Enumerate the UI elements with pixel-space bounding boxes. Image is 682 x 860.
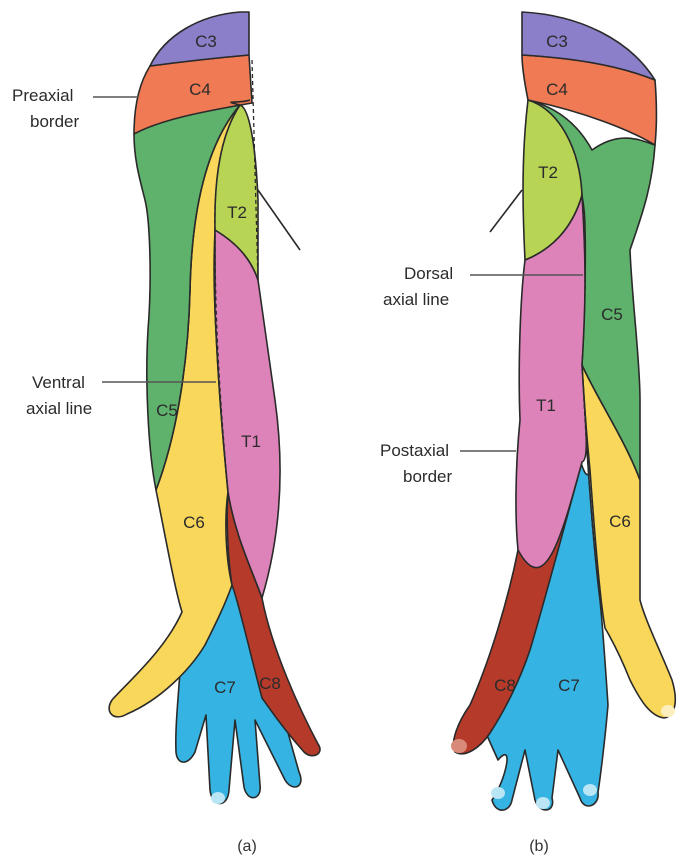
panel-a-label-t1: T1 bbox=[241, 432, 261, 451]
panel-b-nail-c6 bbox=[661, 705, 675, 717]
panel-b-label-t1: T1 bbox=[536, 396, 556, 415]
panel-b-label-c3: C3 bbox=[546, 32, 568, 51]
panel-a-label-c7: C7 bbox=[214, 678, 236, 697]
panel-b-label-t2: T2 bbox=[538, 163, 558, 182]
panel-b-label-c4: C4 bbox=[546, 80, 568, 99]
dorsal-axial-line-label-line1: Dorsal bbox=[404, 264, 453, 283]
panel-b-nail-2 bbox=[536, 797, 550, 809]
panel-a-label-t2: T2 bbox=[227, 203, 247, 222]
preaxial-border-label-line1: Preaxial bbox=[12, 86, 73, 105]
panel-a-axilla-line bbox=[258, 190, 300, 250]
ventral-axial-line-label-line1: Ventral bbox=[32, 373, 85, 392]
preaxial-border-label-line2: border bbox=[30, 112, 79, 131]
panel-a-label-c3: C3 bbox=[195, 32, 217, 51]
panel-b-nail-3 bbox=[583, 784, 597, 796]
panel-a-caption: (a) bbox=[237, 838, 257, 855]
panel-b-label-c6: C6 bbox=[609, 512, 631, 531]
panel-a-label-c5: C5 bbox=[156, 401, 178, 420]
postaxial-border-label-line1: Postaxial bbox=[380, 441, 449, 460]
panel-b-caption: (b) bbox=[529, 838, 549, 855]
panel-a-label-c6: C6 bbox=[183, 513, 205, 532]
postaxial-border-label-line2: border bbox=[403, 467, 452, 486]
panel-b-nail-1 bbox=[491, 787, 505, 799]
panel-b-label-c7: C7 bbox=[558, 676, 580, 695]
panel-b-label-c5: C5 bbox=[601, 305, 623, 324]
panel-b-axilla-line bbox=[490, 190, 522, 232]
panel-a-label-c8: C8 bbox=[259, 674, 281, 693]
panel-b-nail-c8 bbox=[451, 739, 467, 753]
ventral-axial-line-label-line2: axial line bbox=[26, 399, 92, 418]
panel-b-label-c8: C8 bbox=[494, 676, 516, 695]
panel-a-label-c4: C4 bbox=[189, 80, 211, 99]
panel-a-nail bbox=[211, 792, 225, 804]
dorsal-axial-line-label-line2: axial line bbox=[383, 290, 449, 309]
